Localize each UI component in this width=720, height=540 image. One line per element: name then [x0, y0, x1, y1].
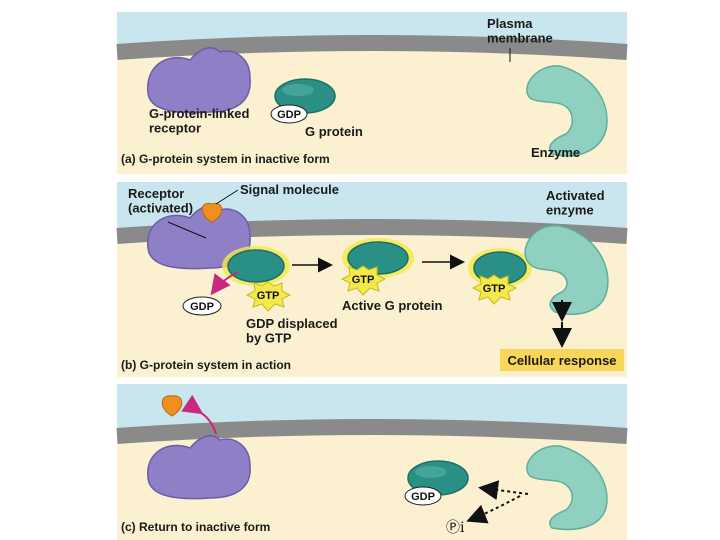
gdp-release-arrow — [210, 271, 239, 296]
gtp-label: GTP — [352, 274, 375, 286]
plasma-membrane — [116, 419, 628, 444]
enzyme-shape — [526, 445, 608, 531]
g-protein-label: G protein — [305, 124, 363, 139]
phosphate-label: Ⓟi — [446, 520, 465, 536]
cellular-response-label: Cellular response — [507, 353, 616, 368]
activated-enzyme-shape — [524, 224, 609, 315]
gdp-tag — [182, 296, 222, 316]
panel-a-caption: (a) G-protein system in inactive form — [121, 152, 330, 166]
released-signal-shape — [161, 395, 183, 417]
active-g-protein-shape — [347, 241, 409, 275]
panel-b-caption: (b) G-protein system in action — [121, 358, 291, 372]
receptor-shape — [147, 47, 251, 114]
gtp-label: GTP — [483, 283, 506, 295]
gtp-hydrolysis-arrow — [478, 480, 529, 500]
gdp-label: GDP — [190, 301, 214, 313]
gdp-tag — [404, 486, 442, 506]
gdp-tag — [270, 104, 308, 124]
g-protein-binding-shape — [227, 249, 285, 283]
phosphate-release-arrow — [466, 495, 521, 524]
signal-release-arrow — [181, 394, 217, 435]
cellular-response-box — [500, 349, 624, 371]
panel-c-caption: (c) Return to inactive form — [121, 520, 270, 534]
active-g-protein-label: Active G protein — [342, 298, 442, 313]
receptor-active-shape — [147, 205, 251, 270]
gdp-label: GDP — [411, 491, 435, 503]
panel-c: GDP Ⓟi (c) Return to inactive form — [116, 384, 628, 540]
gdp-label: GDP — [277, 109, 301, 121]
signal-molecule-label: Signal molecule — [240, 182, 339, 197]
gtp-burst — [340, 265, 387, 296]
enzyme-label: Enzyme — [531, 145, 580, 160]
gtp-label: GTP — [257, 290, 280, 302]
panel-b: GDP GTP GTP GTP Cellular response Recept… — [116, 182, 628, 377]
receptor-shape — [147, 435, 251, 500]
gtp-burst — [471, 274, 518, 305]
receptor-activated-label: Receptor(activated) — [128, 186, 193, 215]
enzyme-shape — [526, 65, 608, 157]
signal-molecule-shape — [201, 202, 223, 223]
plasma-membrane — [116, 35, 628, 60]
gtp-burst — [245, 281, 292, 312]
